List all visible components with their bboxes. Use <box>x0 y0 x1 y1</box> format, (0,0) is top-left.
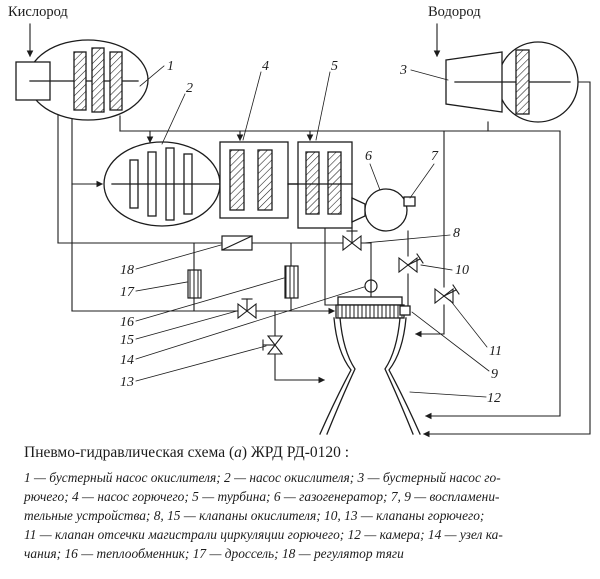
caption-title-prefix: Пневмо-гидравлическая схема ( <box>24 444 235 461</box>
fuel-booster-pump <box>445 41 579 123</box>
pipeline-cooling <box>424 130 561 420</box>
pipelines <box>26 23 591 438</box>
chamber-wall-inner-left <box>326 317 356 435</box>
oxidizer-booster-pump <box>15 39 149 121</box>
thrust-regulator <box>221 235 253 251</box>
caption-title-suffix: ) ЖРД РД-0120 : <box>241 444 350 461</box>
callout-2: 2 <box>186 81 193 96</box>
callout-10: 10 <box>455 263 469 278</box>
caption-legend: 1 — бустерный насос окислителя; 2 — насо… <box>24 468 582 563</box>
callout-17: 17 <box>120 285 135 300</box>
legend-line-5: чания; 16 — теплообменник; 17 — дроссель… <box>24 546 404 562</box>
callout-15: 15 <box>120 333 134 348</box>
callout-16: 16 <box>120 315 134 330</box>
callout-numbers: 1 2 4 5 3 6 7 8 10 11 9 12 18 17 16 15 1… <box>120 59 502 406</box>
fuel-valve-10 <box>398 253 424 274</box>
caption-title-italic: а <box>234 444 242 461</box>
callout-11: 11 <box>489 344 502 359</box>
gimbal-unit <box>364 279 378 293</box>
callout-13: 13 <box>120 375 134 390</box>
callout-leaders <box>135 65 490 398</box>
turbine <box>297 141 353 229</box>
callout-9: 9 <box>491 367 498 382</box>
fuel-valve-13 <box>262 335 284 355</box>
hydrogen-label: Водород <box>428 4 481 20</box>
callout-18: 18 <box>120 263 134 278</box>
pipeline-fuel-circulation <box>416 130 445 334</box>
oxygen-label: Кислород <box>8 4 68 20</box>
callout-3: 3 <box>399 63 407 78</box>
valves <box>237 230 460 355</box>
legend-line-1: 1 — бустерный насос окислителя; 2 — насо… <box>24 470 501 485</box>
callout-7: 7 <box>431 149 439 164</box>
legend-line-2: рючего; 4 — насос горючего; 5 — турбина;… <box>24 489 500 505</box>
pipeline-turbine-exhaust <box>324 227 337 306</box>
pipeline-outer-loop <box>422 81 591 438</box>
oxidizer-valve-8 <box>342 230 362 252</box>
pipeline <box>274 310 324 380</box>
circulation-cutoff-valve-11 <box>434 284 460 305</box>
igniter-9 <box>399 305 411 316</box>
callout-1: 1 <box>167 59 174 74</box>
callout-12: 12 <box>487 391 501 406</box>
callout-6: 6 <box>365 149 372 164</box>
caption: Пневмо-гидравлическая схема (а) ЖРД РД-0… <box>0 444 600 563</box>
callout-4: 4 <box>262 59 269 74</box>
legend-line-3: тельные устройства; 8, 15 — клапаны окис… <box>24 508 485 524</box>
callout-14: 14 <box>120 353 134 368</box>
oxidizer-pump <box>103 141 299 227</box>
legend-line-4: 11 — клапан отсечки магистрали циркуляци… <box>24 527 503 543</box>
chamber-wall-outer-left <box>319 317 352 435</box>
schematic: Кислород Водород <box>8 4 591 438</box>
callout-8: 8 <box>453 226 460 241</box>
gas-generator <box>351 188 416 232</box>
igniter-7 <box>403 196 416 207</box>
throttle <box>187 269 202 299</box>
chamber-wall-inner-right <box>384 317 414 435</box>
fuel-pump <box>219 141 299 219</box>
oxidizer-valve-15 <box>237 298 257 320</box>
chamber-wall-outer-right <box>388 317 421 435</box>
combustion-chamber <box>319 296 421 435</box>
heat-exchanger <box>284 265 299 299</box>
caption-title: Пневмо-гидравлическая схема (а) ЖРД РД-0… <box>24 444 582 462</box>
callout-5: 5 <box>331 59 338 74</box>
